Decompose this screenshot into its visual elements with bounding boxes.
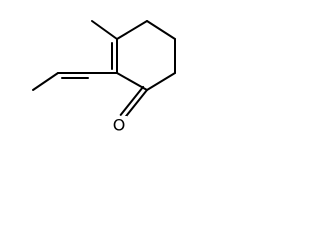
bond-c3-c4 <box>146 20 176 40</box>
molecule-structure: O <box>32 20 176 135</box>
bond-c5-c6 <box>146 72 176 91</box>
bond-c2-c-methyl <box>91 20 118 40</box>
bond-c6-o <box>123 89 148 119</box>
bond-cb-cc <box>32 72 59 91</box>
bond-c2-c3 <box>116 20 148 40</box>
bonds-layer <box>32 20 176 119</box>
oxygen-atom-label: O <box>113 116 126 135</box>
oxygen-label-background <box>111 116 127 134</box>
bond-c6-o-second-line <box>119 85 145 116</box>
atom-labels-layer: O <box>111 116 127 135</box>
